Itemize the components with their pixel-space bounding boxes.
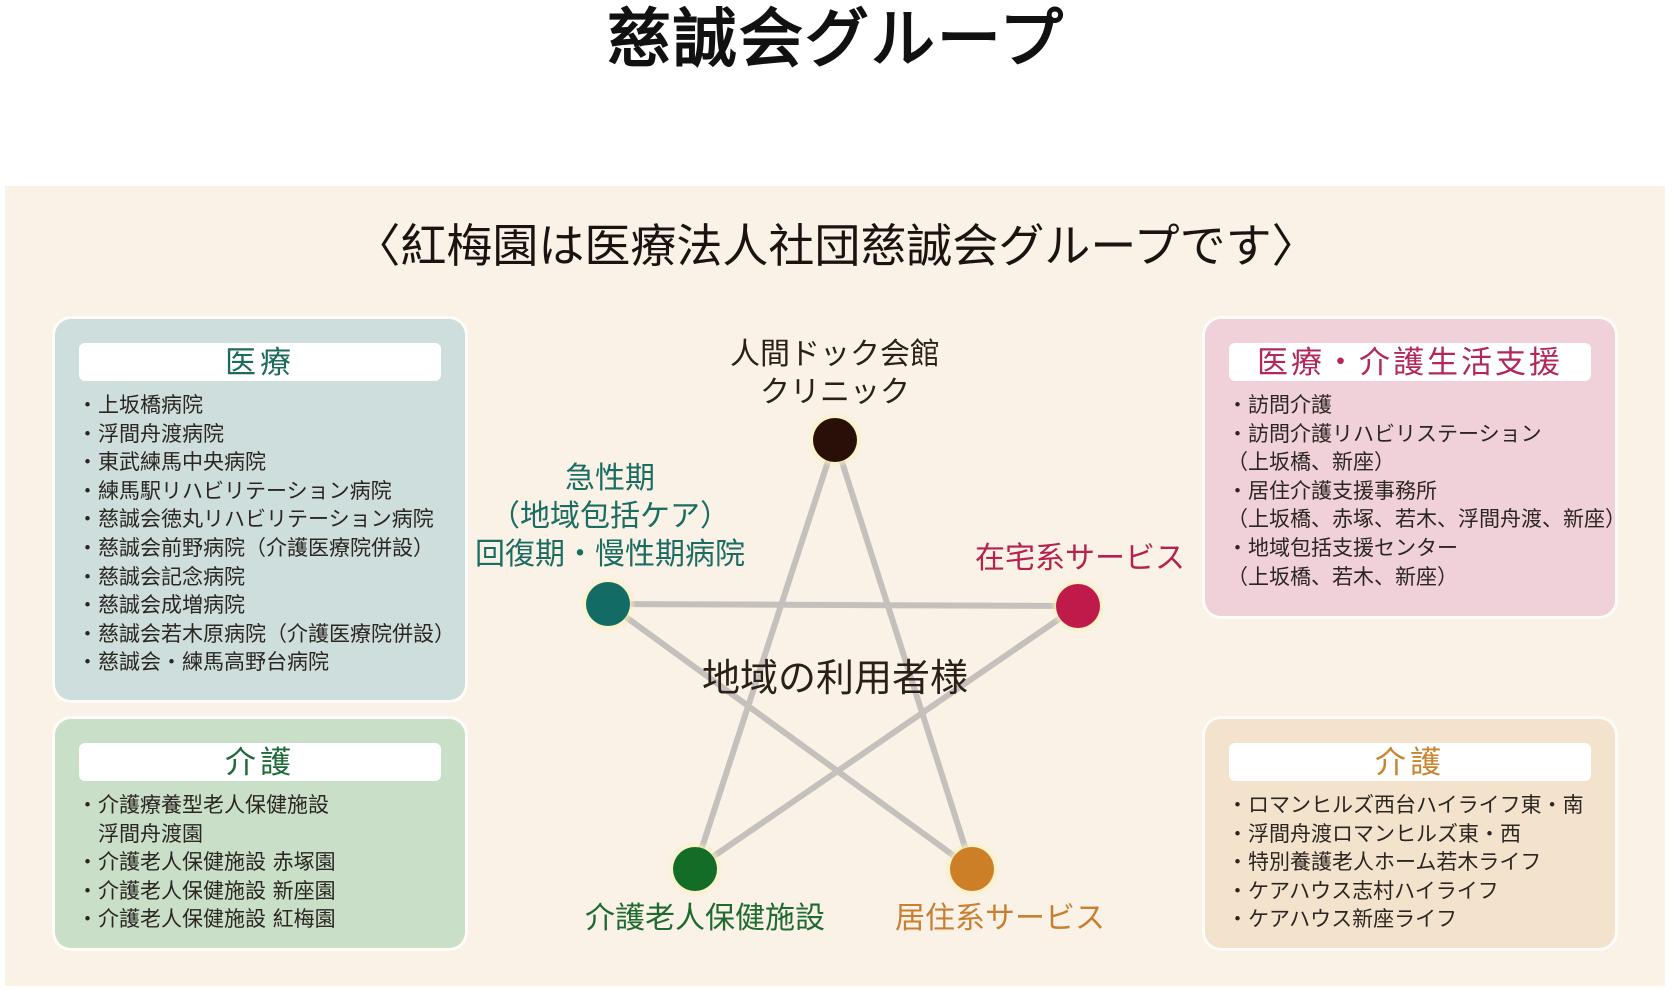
node-label-residential-services: 居住系サービス — [895, 901, 1105, 936]
list-item: ・慈誠会前野病院（介護医療院併設） — [77, 535, 434, 560]
list-item: ・地域包括支援センター — [1227, 535, 1458, 560]
card-life-support-title: 医療・介護生活支援 — [1229, 343, 1591, 381]
list-item: （上坂橋、新座） — [1227, 450, 1395, 475]
card-life-support-list: ・訪問介護 ・訪問介護リハビリステーション （上坂橋、新座） ・居住介護支援事務… — [1227, 391, 1626, 591]
node-label-care-facility: 介護老人保健施設 — [585, 901, 825, 936]
node-left — [580, 576, 636, 632]
node-bottom-right — [944, 841, 1000, 897]
connector-line — [832, 437, 975, 872]
list-item: ・慈誠会徳丸リハビリテーション病院 — [77, 507, 434, 532]
list-item: ・浮間舟渡病院 — [77, 421, 224, 446]
card-care-residences-title: 介護 — [1229, 743, 1591, 781]
node-top — [807, 412, 863, 468]
list-item: ・介護老人保健施設 赤塚園 — [77, 850, 336, 875]
node-dot-home-services — [1056, 584, 1100, 628]
card-medical: 医療 ・上坂橋病院 ・浮間舟渡病院 ・東武練馬中央病院 ・練馬駅リハビリテーショ… — [55, 319, 465, 700]
list-item: ・慈誠会若木原病院（介護医療院併設） — [77, 621, 455, 646]
node-label-line: 回復期・慢性期病院 — [475, 537, 745, 572]
list-item: ・上坂橋病院 — [77, 393, 203, 417]
list-item: （上坂橋、赤塚、若木、浮間舟渡、新座） — [1227, 507, 1626, 532]
node-label-hospital: 急性期 （地域包括ケア） 回復期・慢性期病院 — [460, 460, 760, 574]
list-item: ・訪問介護 — [1227, 393, 1332, 417]
list-item: ・ロマンヒルズ西台ハイライフ東・南 — [1227, 793, 1584, 817]
list-item: ・浮間舟渡ロマンヒルズ東・西 — [1227, 821, 1521, 846]
card-life-support: 医療・介護生活支援 ・訪問介護 ・訪問介護リハビリステーション （上坂橋、新座）… — [1205, 319, 1626, 616]
list-item: ・介護老人保健施設 紅梅園 — [77, 907, 336, 932]
list-item: ・慈誠会成増病院 — [77, 593, 245, 618]
list-item: ・介護老人保健施設 新座園 — [77, 878, 336, 903]
connector-line — [692, 437, 838, 872]
panel-subtitle: 〈紅梅園は医療法人社団慈誠会グループです〉 — [354, 219, 1318, 273]
list-item: ・慈誠会記念病院 — [77, 564, 245, 589]
list-item: ・東武練馬中央病院 — [77, 450, 266, 475]
list-item: 浮間舟渡園 — [77, 821, 203, 846]
node-label-line: （地域包括ケア） — [490, 499, 730, 534]
connector-line — [605, 601, 1081, 609]
list-item: ・特別養護老人ホーム若木ライフ — [1227, 850, 1542, 875]
center-label: 地域の利用者様 — [701, 656, 968, 700]
list-item: ・訪問介護リハビリステーション — [1227, 421, 1542, 446]
connector-line — [692, 603, 1081, 872]
card-care-residences: 介護 ・ロマンヒルズ西台ハイライフ東・南 ・浮間舟渡ロマンヒルズ東・西 ・特別養… — [1205, 719, 1615, 948]
list-item: （上坂橋、若木、新座） — [1227, 564, 1458, 589]
page-title: 慈誠会グループ — [606, 3, 1066, 77]
list-item: ・介護療養型老人保健施設 — [77, 793, 329, 817]
node-dot-clinic — [813, 418, 857, 462]
card-medical-list: ・上坂橋病院 ・浮間舟渡病院 ・東武練馬中央病院 ・練馬駅リハビリテーション病院… — [77, 391, 455, 677]
node-dot-hospital — [586, 582, 630, 626]
node-dot-residential-services — [950, 847, 994, 891]
list-item: ・ケアハウス志村ハイライフ — [1227, 878, 1499, 903]
node-bottom-left — [667, 841, 723, 897]
node-dot-care-facility — [673, 847, 717, 891]
node-label-line: 急性期 — [565, 461, 655, 496]
card-medical-title: 医療 — [79, 343, 441, 381]
pentagram-lines — [605, 437, 1081, 872]
list-item: ・練馬駅リハビリテーション病院 — [77, 478, 392, 503]
connector-line — [605, 601, 975, 872]
card-care-facilities: 介護 ・介護療養型老人保健施設 浮間舟渡園 ・介護老人保健施設 赤塚園 ・介護老… — [55, 719, 465, 948]
list-item: ・慈誠会・練馬高野台病院 — [77, 650, 329, 675]
node-label-clinic: 人間ドック会館 クリニック — [710, 336, 960, 412]
node-label-home-services: 在宅系サービス — [975, 541, 1185, 576]
list-item: ・ケアハウス新座ライフ — [1227, 907, 1458, 932]
card-care-facilities-title: 介護 — [79, 743, 441, 781]
card-care-residences-list: ・ロマンヒルズ西台ハイライフ東・南 ・浮間舟渡ロマンヒルズ東・西 ・特別養護老人… — [1227, 791, 1605, 934]
node-right — [1050, 578, 1106, 634]
node-label-line: クリニック — [760, 375, 910, 410]
card-care-facilities-list: ・介護療養型老人保健施設 浮間舟渡園 ・介護老人保健施設 赤塚園 ・介護老人保健… — [77, 791, 455, 934]
list-item: ・居住介護支援事務所 — [1227, 478, 1437, 503]
node-label-line: 人間ドック会館 — [730, 337, 940, 372]
